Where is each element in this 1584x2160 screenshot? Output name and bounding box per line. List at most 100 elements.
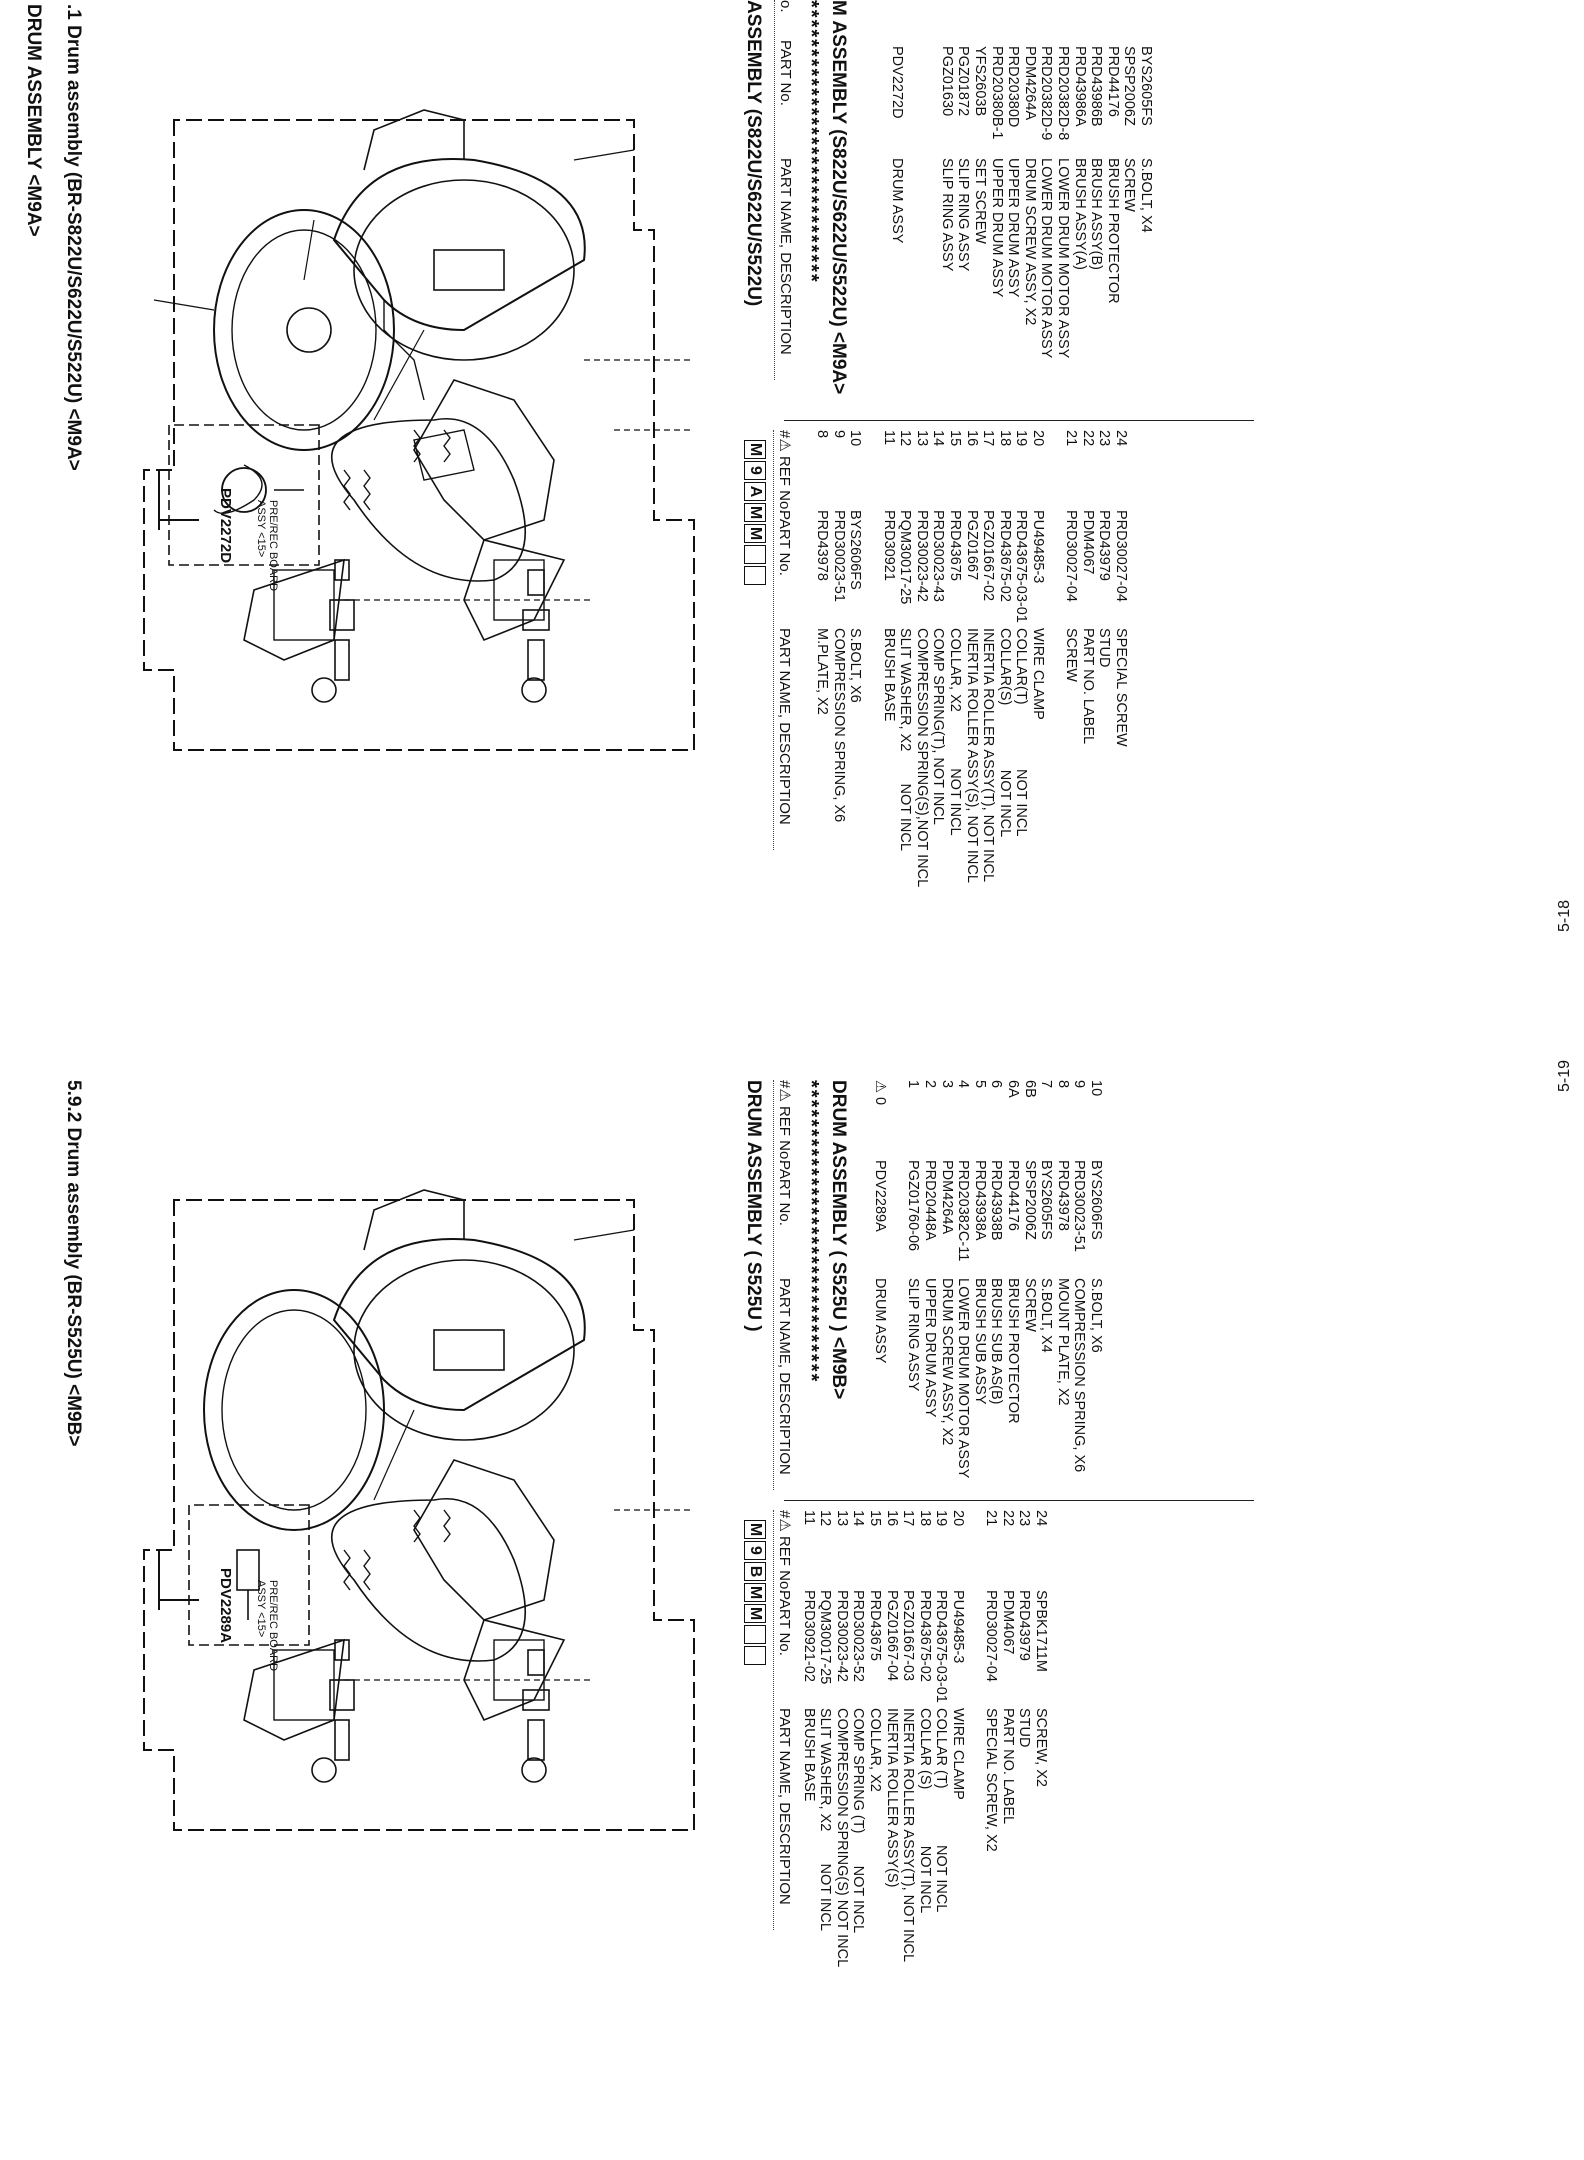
cell-part: PRD44176 (1005, 1160, 1022, 1231)
cell-desc: UPPER DRUM ASSY (922, 1278, 939, 1418)
cell-part: PRD43978 (1054, 1160, 1071, 1231)
col-desc: PART NAME, DESCRIPTION (776, 1708, 793, 1905)
cell-part: PRD20382C-11 (955, 1160, 972, 1262)
board-label-line-1: PRE/REC BOARD (267, 1580, 279, 1672)
assembly-heading: ASSEMBLY (S822U/S622U/S522U) (743, 0, 764, 307)
cell-desc: BRUSH SUB AS(B) (988, 1278, 1005, 1405)
cell-desc: DRUM SCREW ASSY, X2 (1021, 158, 1038, 326)
cell-desc: LOWER DRUM MOTOR ASSY (955, 1278, 972, 1479)
col-ref: #⚠ REF No. (776, 1510, 793, 1594)
cell-part: PGZ01760-06 (905, 1160, 922, 1252)
cell-desc: INERTIA ROLLER ASSY(T), NOT INCL (900, 1708, 917, 1963)
cell-part: PRD43675-03-01 (933, 1590, 950, 1703)
cell-ref: 8 (814, 430, 831, 439)
cell-desc: PART NO. LABEL (1079, 628, 1096, 745)
cell-ref: 14 (850, 1510, 867, 1527)
cell-ref: 3 (938, 1080, 955, 1089)
cell-ref: 10 (1088, 1080, 1104, 1097)
cell-ref: 1 (905, 1080, 922, 1089)
subsection-title: 5.9.2 Drum assembly (BR-S525U) <M9B> (63, 1080, 84, 1447)
cell-part: PRD20448A (922, 1160, 939, 1241)
cell-part: PRD43978 (814, 510, 831, 581)
cell-ref: 21 (983, 1510, 1000, 1527)
cell-part: PRD43938B (988, 1160, 1005, 1241)
cell-part: PRD20382D-9 (1038, 46, 1055, 141)
cell-part: PU49485-3 (950, 1590, 967, 1664)
cell-ref (1071, 0, 1088, 46)
cell-ref: 13 (833, 1510, 850, 1527)
cell-desc: SLIP RING ASSY (938, 158, 955, 272)
cell-desc: SPECIAL SCREW, X2 (983, 1708, 1000, 1852)
cell-ref (1005, 0, 1022, 46)
page-number: 5-19 (1556, 1060, 1573, 1093)
code-box: B (744, 1562, 766, 1581)
table-row (905, 0, 922, 358)
left-page: DRUM ASSEMBLY <M9A> .1 Drum assembly (BR… (23, 0, 1573, 932)
cell-ref: 8 (1054, 1080, 1071, 1089)
cell-part: BYS2606FS (1088, 1160, 1104, 1240)
cell-part: PRD30027-04 (1113, 510, 1129, 602)
cell-desc: S.BOLT, X4 (1038, 1278, 1055, 1353)
column-divider (784, 420, 1254, 421)
cell-ref (922, 0, 939, 46)
model-code-boxes: M 9 A M M (744, 440, 766, 585)
cell-part: PRD43675 (947, 510, 964, 581)
code-box: A (744, 482, 766, 501)
cell-ref (971, 0, 988, 46)
code-box: M (744, 1583, 766, 1602)
code-box (744, 566, 766, 585)
col-ref: o. (777, 0, 794, 13)
code-box (744, 545, 766, 564)
cell-ref (966, 1510, 983, 1590)
stars-divider: ******************************* (800, 1080, 822, 1384)
cell-part (905, 46, 922, 158)
cell-ref: 24 (1033, 1510, 1049, 1527)
cell-part: BYS2606FS (847, 510, 864, 590)
cell-part: PRD30023-42 (833, 1590, 850, 1682)
cell-desc: SCREW, X2 (1033, 1708, 1049, 1787)
cell-ref: 11 (800, 1510, 817, 1526)
cell-part: PRD43675-02 (996, 510, 1013, 602)
cell-part (888, 1160, 905, 1278)
code-box: 9 (744, 461, 766, 480)
cell-part: SPSP2006Z (1121, 46, 1138, 126)
cell-part: PDM4067 (999, 1590, 1016, 1655)
board-label-line-2: ASSY <15> (255, 1580, 267, 1638)
cell-desc: STUD (1096, 628, 1113, 668)
cell-part: BYS2605FS (1138, 46, 1154, 126)
cell-part: PGZ01667 (963, 510, 980, 581)
cell-ref (905, 0, 922, 46)
diagram-assy-label: PDV2289A (217, 1568, 234, 1644)
cell-ref: 17 (980, 430, 997, 447)
cell-part: SPSP2006Z (1021, 1160, 1038, 1240)
cell-desc: COLLAR(T) NOT INCL (1013, 628, 1030, 837)
cell-ref: 12 (897, 430, 914, 447)
cell-desc: LOWER DRUM MOTOR ASSY (1055, 158, 1072, 359)
cell-part: PRD43675 (867, 1590, 884, 1661)
code-box: M (744, 524, 766, 543)
cell-part: PRD43986A (1071, 46, 1088, 127)
cell-part: PRD30023-51 (1071, 1160, 1088, 1252)
assembly-heading: DRUM ASSEMBLY ( S525U ) (743, 1080, 764, 1332)
